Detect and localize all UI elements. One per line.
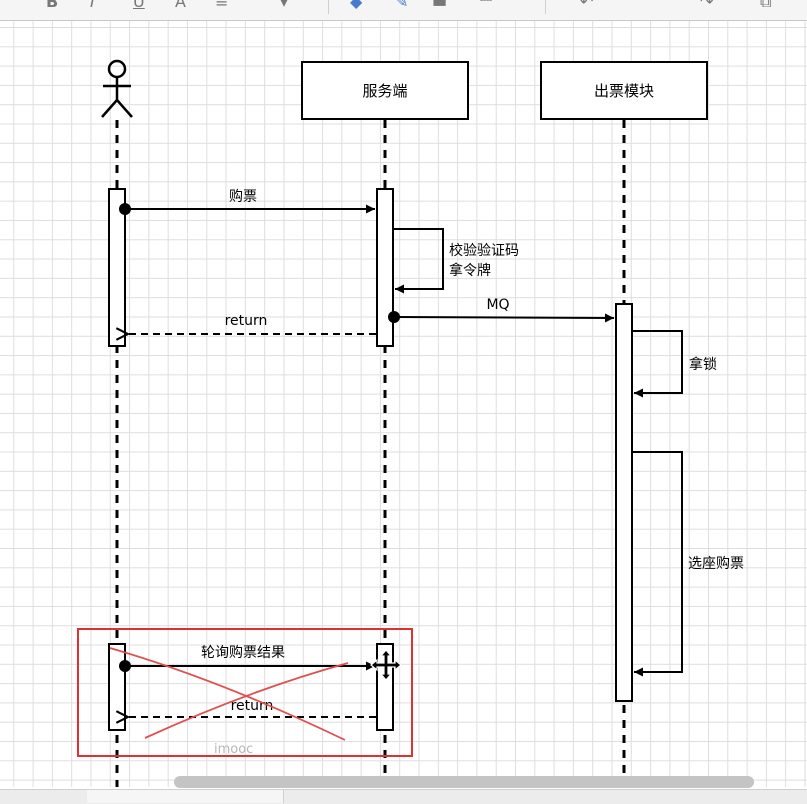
copy-icon[interactable]: ⧉ (760, 0, 772, 11)
actor-activation-bar-2[interactable] (108, 643, 126, 731)
page-tab[interactable] (87, 790, 284, 803)
ticket-activation-bar[interactable] (615, 303, 633, 702)
mq-arrow[interactable] (393, 313, 615, 323)
toolbar-separator (328, 0, 329, 14)
watermark: imooc (214, 742, 253, 757)
participant-server-label: 服务端 (362, 82, 407, 100)
actor-icon[interactable] (101, 59, 133, 118)
verify-self-arrow[interactable] (393, 228, 444, 294)
highlight-box (77, 628, 413, 757)
diagram-canvas[interactable]: 服务端 出票模块 购票 校验验证码 拿令牌 return MQ 拿 (0, 21, 807, 787)
line-width-icon[interactable]: ▬ (432, 0, 448, 11)
font-color-icon[interactable]: A (175, 0, 186, 11)
italic-icon[interactable]: I (90, 0, 95, 11)
line-style-icon[interactable]: ┄┄ (480, 0, 493, 7)
align-icon[interactable]: ≡ (215, 0, 229, 11)
toolbar-separator (545, 0, 546, 14)
more-icon[interactable]: ▾ (280, 0, 289, 11)
line-color-icon[interactable]: ✎ (395, 0, 409, 11)
move-cursor-icon (370, 649, 402, 681)
actor-activation-bar[interactable] (108, 188, 126, 347)
underline-icon[interactable]: U (133, 0, 145, 11)
bold-icon[interactable]: B (46, 0, 59, 11)
select-seat-self-arrow[interactable] (632, 451, 683, 677)
fill-color-icon[interactable]: ◆ (350, 0, 363, 11)
buy-ticket-label: 购票 (229, 189, 257, 205)
lock-self-arrow[interactable] (632, 330, 683, 398)
undo-icon[interactable]: ↶ (580, 0, 594, 11)
server-activation-bar[interactable] (376, 188, 394, 347)
select-seat-label: 选座购票 (688, 556, 744, 572)
horizontal-scrollbar-thumb[interactable] (174, 776, 754, 788)
poll-label: 轮询购票结果 (201, 645, 285, 661)
participant-ticket-box[interactable] (540, 61, 708, 120)
return-label-1: return (225, 313, 268, 329)
cross-annotation (109, 647, 349, 741)
verify-label-line2: 拿令牌 (449, 262, 491, 279)
participant-ticket-label: 出票模块 (594, 82, 654, 100)
format-toolbar: B I U A ≡ ▾ ◆ ✎ ▬ ┄┄ ↶ ↷ ⧉ (0, 0, 807, 21)
sequence-diagram: 服务端 出票模块 购票 校验验证码 拿令牌 return MQ 拿 (77, 59, 744, 787)
mq-label: MQ (486, 297, 509, 313)
verify-label-line1: 校验验证码 (449, 242, 519, 259)
redo-icon[interactable]: ↷ (700, 0, 714, 11)
lock-label: 拿锁 (689, 356, 717, 373)
participant-server-box[interactable] (301, 61, 469, 120)
